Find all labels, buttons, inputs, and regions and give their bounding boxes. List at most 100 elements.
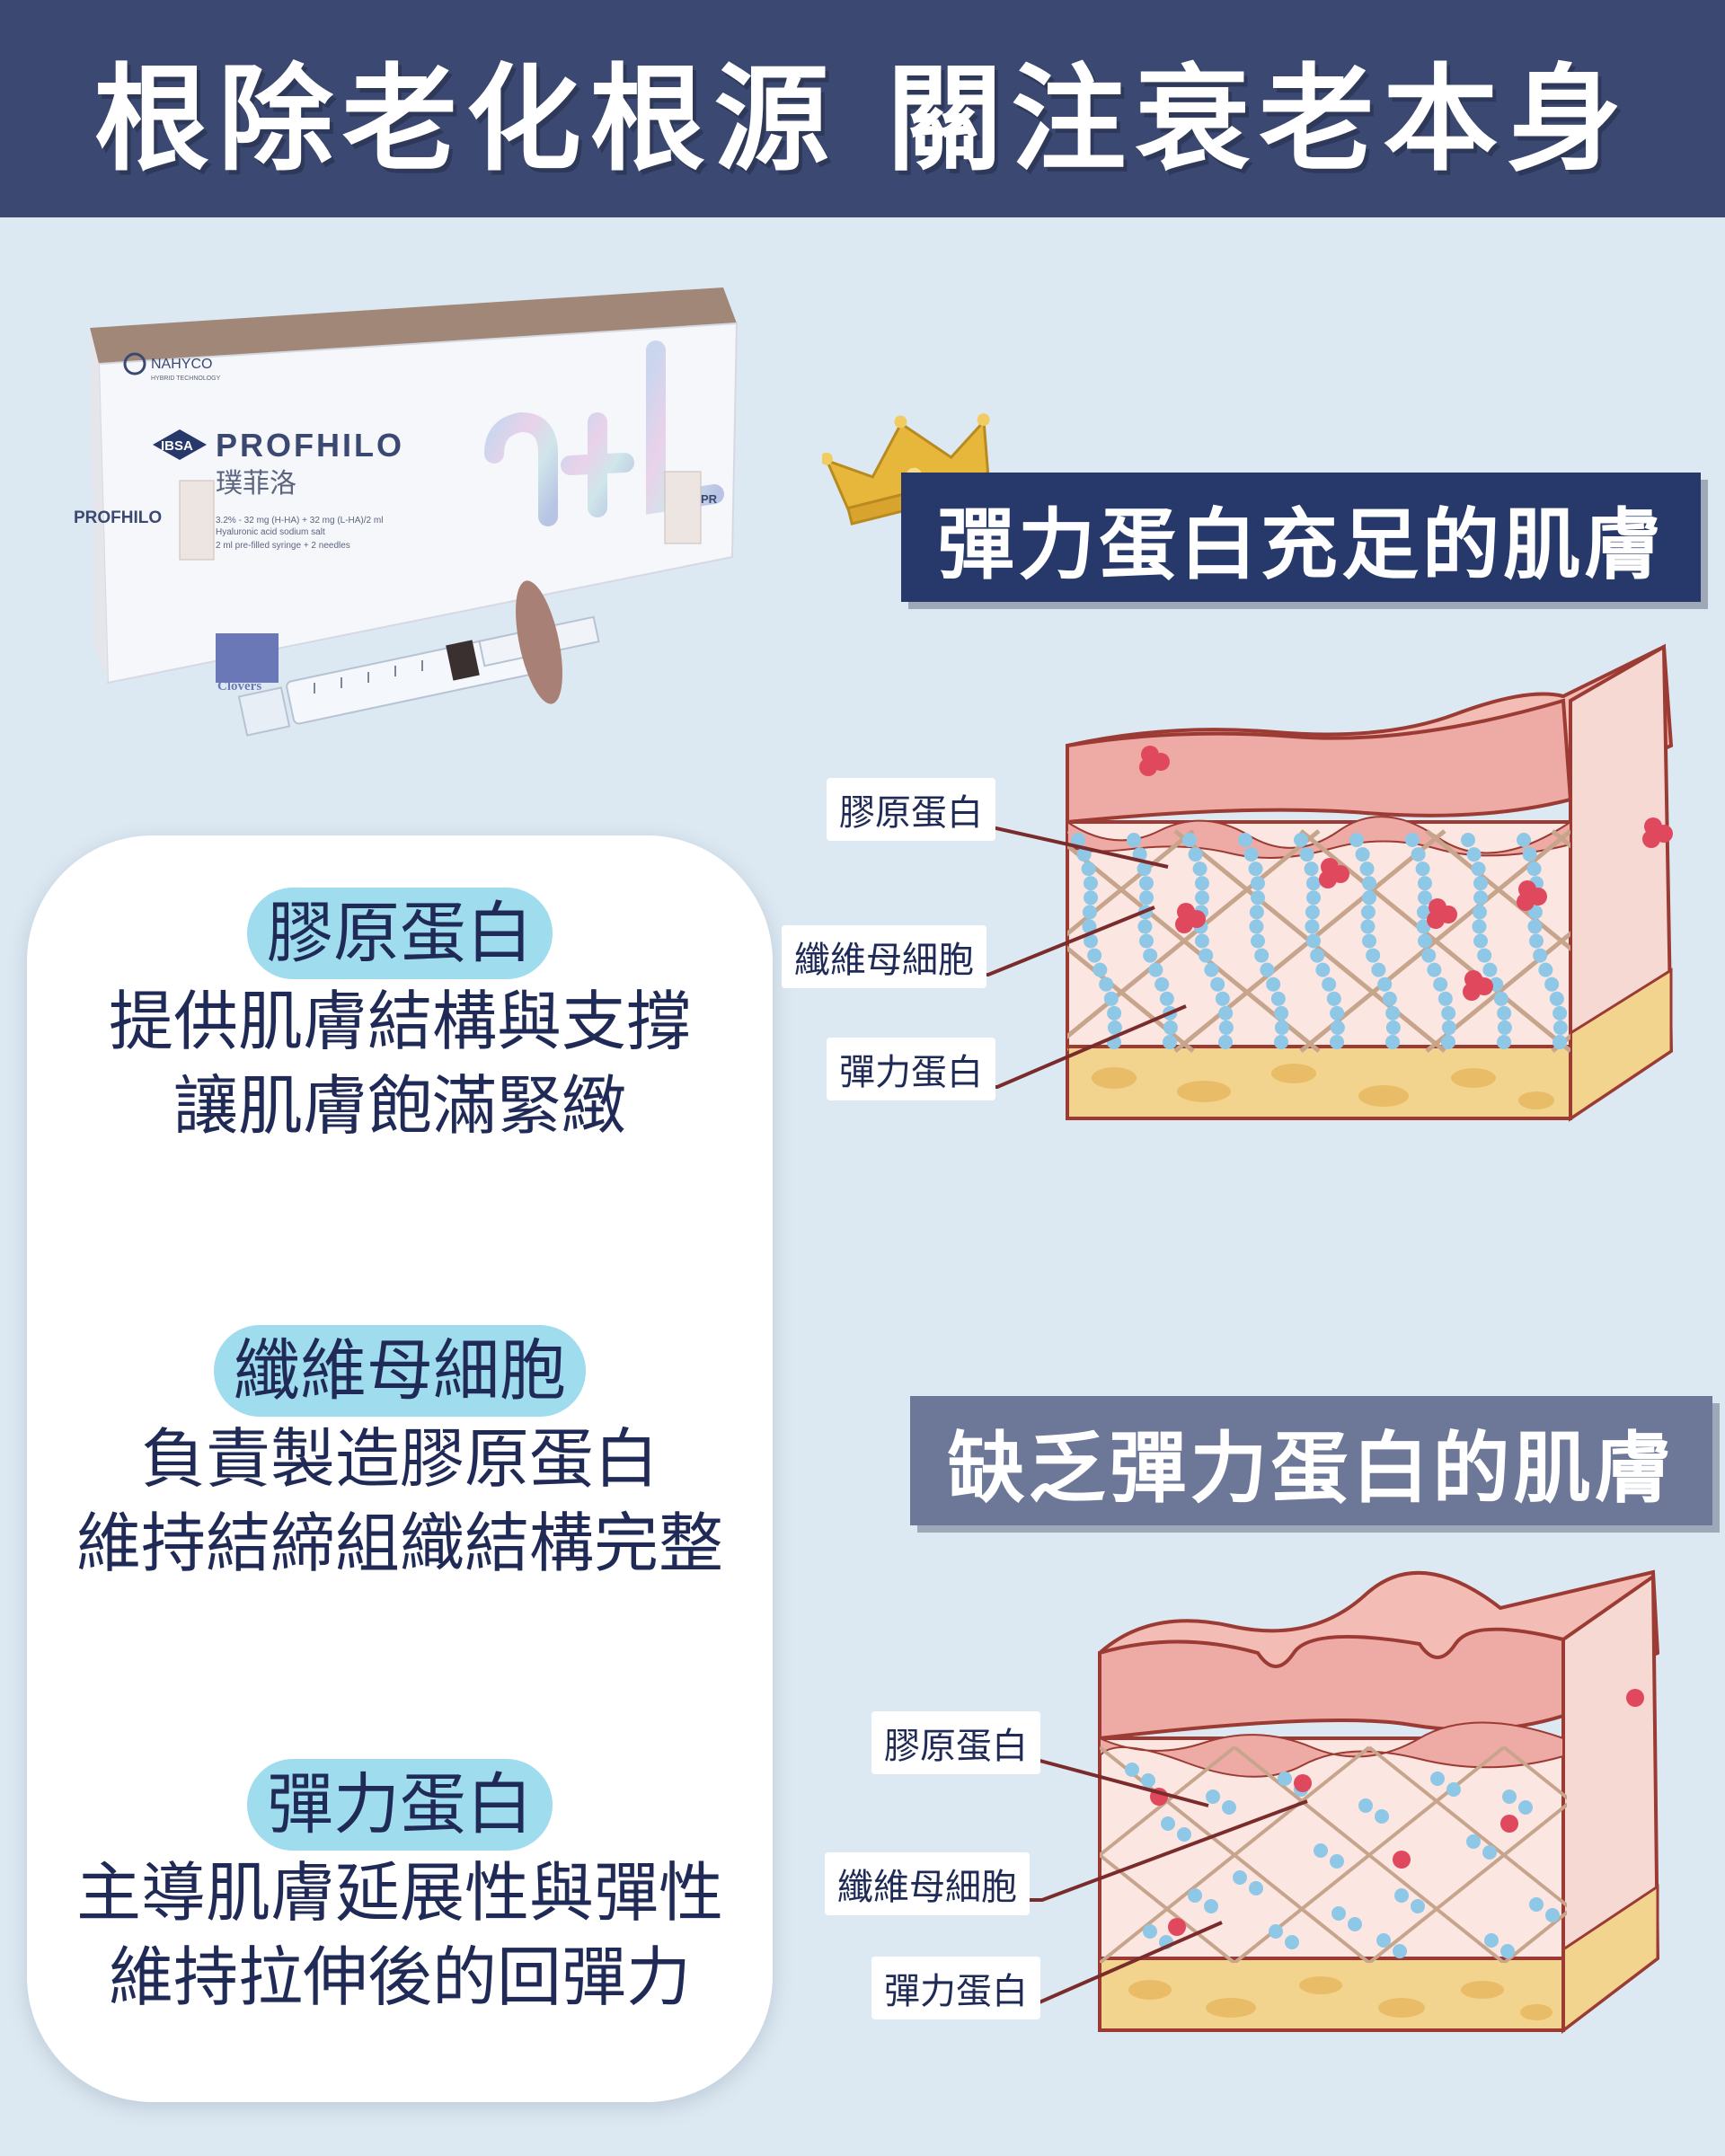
elastin-bead <box>1411 1899 1425 1913</box>
elastin-bead <box>1466 847 1482 862</box>
elastin-bead <box>1441 1005 1456 1021</box>
elastin-bead <box>1218 1005 1234 1021</box>
elastin-bead <box>1502 1789 1517 1804</box>
elastin-bead <box>1349 833 1364 847</box>
section-line: 提供肌膚結構與支撐 <box>108 984 691 1059</box>
elastin-bead <box>1137 919 1153 934</box>
elastin-bead <box>1461 833 1475 847</box>
section-line: 讓肌膚飽滿緊緻 <box>172 1068 626 1144</box>
elastin-bead <box>1361 876 1376 891</box>
elastin-bead <box>1552 1005 1568 1021</box>
elastin-bead <box>1195 890 1210 906</box>
ibsa-badge: IBSA <box>153 429 207 460</box>
elastin-bead <box>1254 948 1269 963</box>
elastin-bead <box>1305 905 1320 920</box>
elastin-bead <box>1549 991 1564 1006</box>
elastin-bead <box>1143 948 1158 963</box>
elastin-bead <box>1107 1035 1121 1049</box>
elastin-bead <box>1355 847 1370 862</box>
elastin-bead <box>1473 876 1488 891</box>
elastin-bead <box>1299 847 1314 862</box>
elastin-bead <box>1141 1773 1155 1788</box>
elastin-bead <box>1250 876 1265 891</box>
collagen-fiber <box>1425 931 1570 1053</box>
elastin-bead <box>1103 991 1119 1006</box>
product-side-name: PROFHILO <box>74 508 162 527</box>
elastin-bead <box>1159 1935 1173 1949</box>
elastin-bead <box>1249 905 1264 920</box>
label-collagen: 膠原蛋白 <box>871 1711 1040 1774</box>
section-line: 維持拉伸後的回彈力 <box>108 1940 691 2015</box>
elastin-bead <box>1441 1035 1455 1049</box>
label-fibroblast: 纖維母細胞 <box>782 925 986 988</box>
elastin-bead <box>1266 976 1281 992</box>
elastin-bead <box>1545 1908 1560 1922</box>
elastin-bead <box>1362 933 1376 949</box>
elastin-bead <box>1199 948 1214 963</box>
elastin-bead <box>1482 962 1498 977</box>
elastin-bead <box>1360 919 1376 934</box>
collagen-fiber <box>1299 829 1570 1053</box>
elastin-bead <box>1416 919 1431 934</box>
elastin-bead <box>1137 905 1153 920</box>
info-section-collagen: 膠原蛋白 提供肌膚結構與支撐 讓肌膚飽滿緊緻 <box>27 888 773 1148</box>
elastin-bead <box>1472 919 1487 934</box>
elastin-bead <box>1233 1870 1247 1885</box>
elastin-bead <box>1322 976 1337 992</box>
fibroblast-cell <box>1168 1918 1186 1936</box>
fibroblast-cell <box>1463 983 1481 1001</box>
elastin-bead <box>1182 833 1197 847</box>
elastin-bead <box>1473 890 1489 906</box>
fibroblast-cell <box>1139 758 1157 776</box>
elastin-bead <box>1204 1899 1218 1913</box>
page-title: 根除老化根源 關注衰老本身 <box>93 52 1632 187</box>
elastin-bead <box>1533 948 1548 963</box>
elastin-bead <box>1497 1020 1512 1035</box>
product-name-cn: 璞菲洛 <box>216 468 296 499</box>
elastin-bead <box>1377 976 1393 992</box>
elastin-bead <box>1348 1917 1362 1931</box>
elastin-bead <box>1148 962 1163 977</box>
elastin-bead <box>1076 847 1092 862</box>
elastin-bead <box>1433 976 1448 992</box>
spec-line-2: Hyaluronic acid sodium salt <box>216 527 325 537</box>
elastin-bead <box>1082 905 1097 920</box>
fibroblast-cell <box>1642 830 1660 848</box>
elastin-bead <box>1305 876 1321 891</box>
elastin-bead <box>1394 1888 1409 1903</box>
elastin-bead <box>1306 890 1322 906</box>
section-title: 纖維母細胞 <box>214 1325 586 1417</box>
elastin-bead <box>1362 890 1377 906</box>
elastin-bead <box>1358 1798 1373 1813</box>
elastin-bead <box>1194 876 1209 891</box>
elastin-bead <box>1278 1772 1292 1786</box>
elastin-bead <box>1376 1933 1391 1948</box>
elastin-bead <box>1087 948 1102 963</box>
elastin-bead <box>1330 1854 1344 1869</box>
skin-diagram-sufficient <box>1066 643 1674 1122</box>
label-fibroblast: 纖維母細胞 <box>825 1852 1030 1915</box>
skin-diagram-lacking <box>1098 1569 1660 2035</box>
elastin-bead <box>1497 1035 1511 1049</box>
elastin-bead <box>1527 919 1543 934</box>
elastin-bead <box>1385 1035 1400 1049</box>
section-line: 維持結締組織結構完整 <box>75 1506 723 1581</box>
elastin-bead <box>1249 1881 1263 1895</box>
header-bar: 根除老化根源 關注衰老本身 <box>0 0 1725 217</box>
info-card: 膠原蛋白 提供肌膚結構與支撐 讓肌膚飽滿緊緻 纖維母細胞 負責製造膠原蛋白 維持… <box>27 835 773 2102</box>
elastin-bead <box>1274 1035 1288 1049</box>
banner-lacking-elastin: 缺乏彈力蛋白的肌膚 <box>910 1396 1712 1525</box>
elastin-bead <box>1438 991 1453 1006</box>
elastin-bead <box>1249 919 1264 934</box>
elastin-bead <box>1330 1035 1344 1049</box>
elastin-bead <box>1132 847 1147 862</box>
product-name: PROFHILO <box>216 427 404 464</box>
elastin-bead <box>1137 862 1152 877</box>
spec-line-3: 2 ml pre-filled syringe + 2 needles <box>216 541 350 551</box>
elastin-bead <box>1248 862 1263 877</box>
elastin-bead <box>1138 876 1154 891</box>
fibroblast-cell <box>1150 1788 1168 1806</box>
elastin-bead <box>1418 933 1432 949</box>
elastin-bead <box>1270 991 1286 1006</box>
elastin-bead <box>1421 948 1437 963</box>
